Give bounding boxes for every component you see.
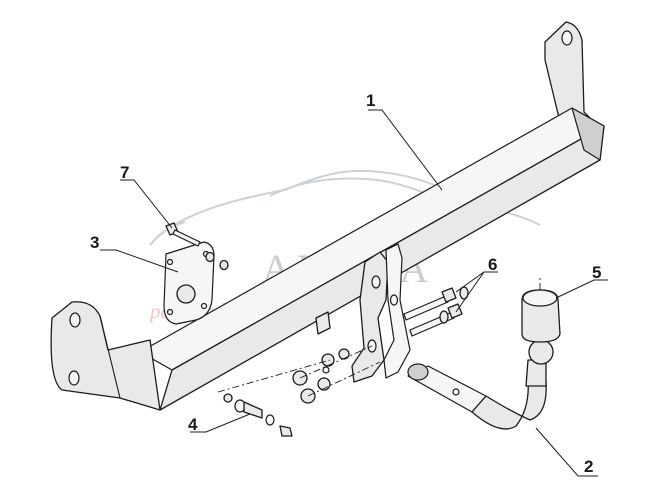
- screw-shank: [172, 229, 201, 247]
- part-tow-ball-neck: [407, 339, 554, 430]
- leader-2: [535, 427, 598, 477]
- crossbar-end-face: [571, 107, 605, 161]
- leader-5: [555, 279, 608, 299]
- neck-receiver-end: [407, 363, 429, 381]
- socket-plate-hole-4: [200, 302, 208, 310]
- left-mounting-bracket: [50, 301, 161, 411]
- part-spring-bolt: [223, 393, 293, 437]
- spring-bolt-head: [223, 393, 233, 403]
- leader-3: [100, 249, 179, 273]
- nut-1: [321, 353, 335, 367]
- socket-plate-washer: [205, 251, 215, 263]
- socket-plate: [163, 241, 215, 325]
- neck-lock-hole: [452, 388, 460, 396]
- socket-plate-nut: [219, 259, 229, 271]
- guide-nut-to-plate-2: [307, 361, 381, 397]
- callout-1: 1: [366, 91, 375, 110]
- bolt-lower-washer: [439, 310, 449, 324]
- leader-4: [190, 413, 251, 433]
- spring-coil: [243, 401, 263, 419]
- beam-weld-tab: [315, 311, 331, 335]
- nut-2: [338, 348, 350, 360]
- nut-washer-set: [292, 348, 350, 404]
- part-bolts: [403, 286, 469, 337]
- hitch-mount-plate: [315, 243, 411, 383]
- callout-7: 7: [120, 163, 129, 182]
- callout-2: 2: [584, 457, 593, 476]
- washer-1: [322, 366, 330, 374]
- right-bracket-hole: [561, 30, 573, 46]
- part-socket-plate: [163, 241, 229, 325]
- hitch-plate-right: [383, 243, 411, 379]
- callout-4: 4: [188, 415, 198, 434]
- guide-nut-to-plate-1: [299, 345, 373, 379]
- watermark-car-front-icon: [149, 221, 186, 246]
- hitch-plate-hole-1: [371, 275, 381, 289]
- hitch-plate-hole-3: [389, 294, 399, 306]
- socket-plate-hole-3: [166, 308, 174, 316]
- bolt-upper-head: [441, 287, 457, 303]
- callout-labels: 1 2 3 4 5 6 7: [90, 91, 601, 476]
- spring-bolt-nut: [279, 425, 293, 437]
- callout-5: 5: [592, 263, 601, 282]
- guide-spring-to-beam: [217, 359, 331, 393]
- bolt-upper-washer: [459, 286, 469, 300]
- leader-1: [368, 109, 443, 191]
- part-ball-cap: [521, 289, 561, 343]
- part-plate-screw: [165, 222, 201, 247]
- leader-7: [120, 179, 173, 229]
- spring-bolt-washer: [265, 414, 275, 426]
- tow-ball: [528, 339, 554, 365]
- callout-6: 6: [488, 255, 497, 274]
- socket-plate-center-hole: [176, 284, 196, 304]
- bolt-lower-head: [447, 303, 463, 319]
- left-bracket-hole-upper: [69, 312, 81, 328]
- bolt-upper-shank: [403, 295, 449, 321]
- neck-bend: [471, 379, 547, 430]
- leader-6b: [455, 271, 485, 313]
- left-bracket-edge: [99, 315, 121, 399]
- assembly-guides: [217, 275, 541, 397]
- socket-plate-hole-1: [166, 258, 174, 266]
- ball-cap-top: [522, 289, 558, 307]
- callout-3: 3: [90, 233, 99, 252]
- left-bracket-hole-lower: [68, 370, 80, 386]
- callout-leaders: [100, 109, 608, 477]
